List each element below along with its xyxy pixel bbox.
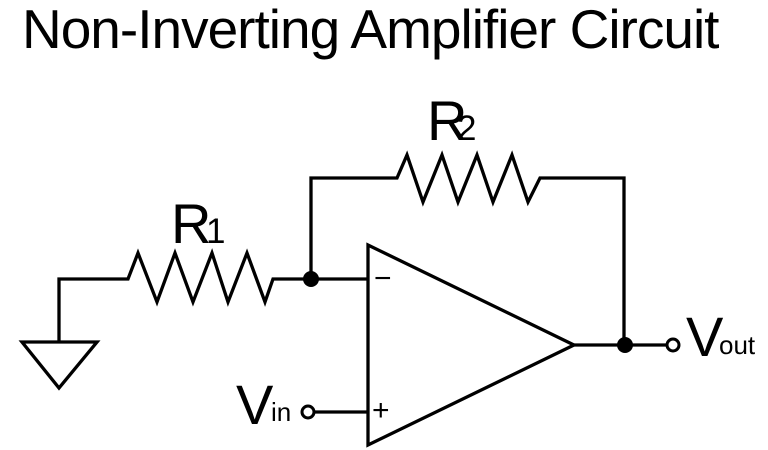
r1-resistor-branch [57, 248, 369, 342]
opamp-noninverting-sign: + [372, 394, 390, 427]
junction-dot-inverting-node [303, 271, 319, 287]
vout-label: V out [686, 305, 756, 368]
vin-label-symbol: V [236, 373, 274, 436]
vin-label-subscript: in [271, 397, 291, 427]
r2-feedback-branch [309, 150, 626, 345]
junction-dot-output-node [617, 337, 633, 353]
opamp-triangle-icon [366, 242, 578, 448]
ground-icon [18, 340, 101, 391]
page-title: Non-Inverting Amplifier Circuit [22, 0, 719, 60]
r2-label-subscript: 2 [457, 109, 476, 148]
opamp-inverting-sign: − [374, 262, 392, 295]
vin-label: V in [236, 373, 291, 436]
vout-label-subscript: out [719, 330, 756, 360]
r2-label-symbol: R [427, 89, 467, 152]
vin-terminal [300, 404, 316, 420]
vout-label-symbol: V [686, 305, 724, 368]
r1-label-symbol: R [171, 192, 211, 255]
r1-label: R 1 [171, 192, 225, 255]
vout-terminal [665, 337, 681, 353]
r1-label-subscript: 1 [206, 212, 225, 251]
r2-label: R 2 [427, 89, 476, 152]
